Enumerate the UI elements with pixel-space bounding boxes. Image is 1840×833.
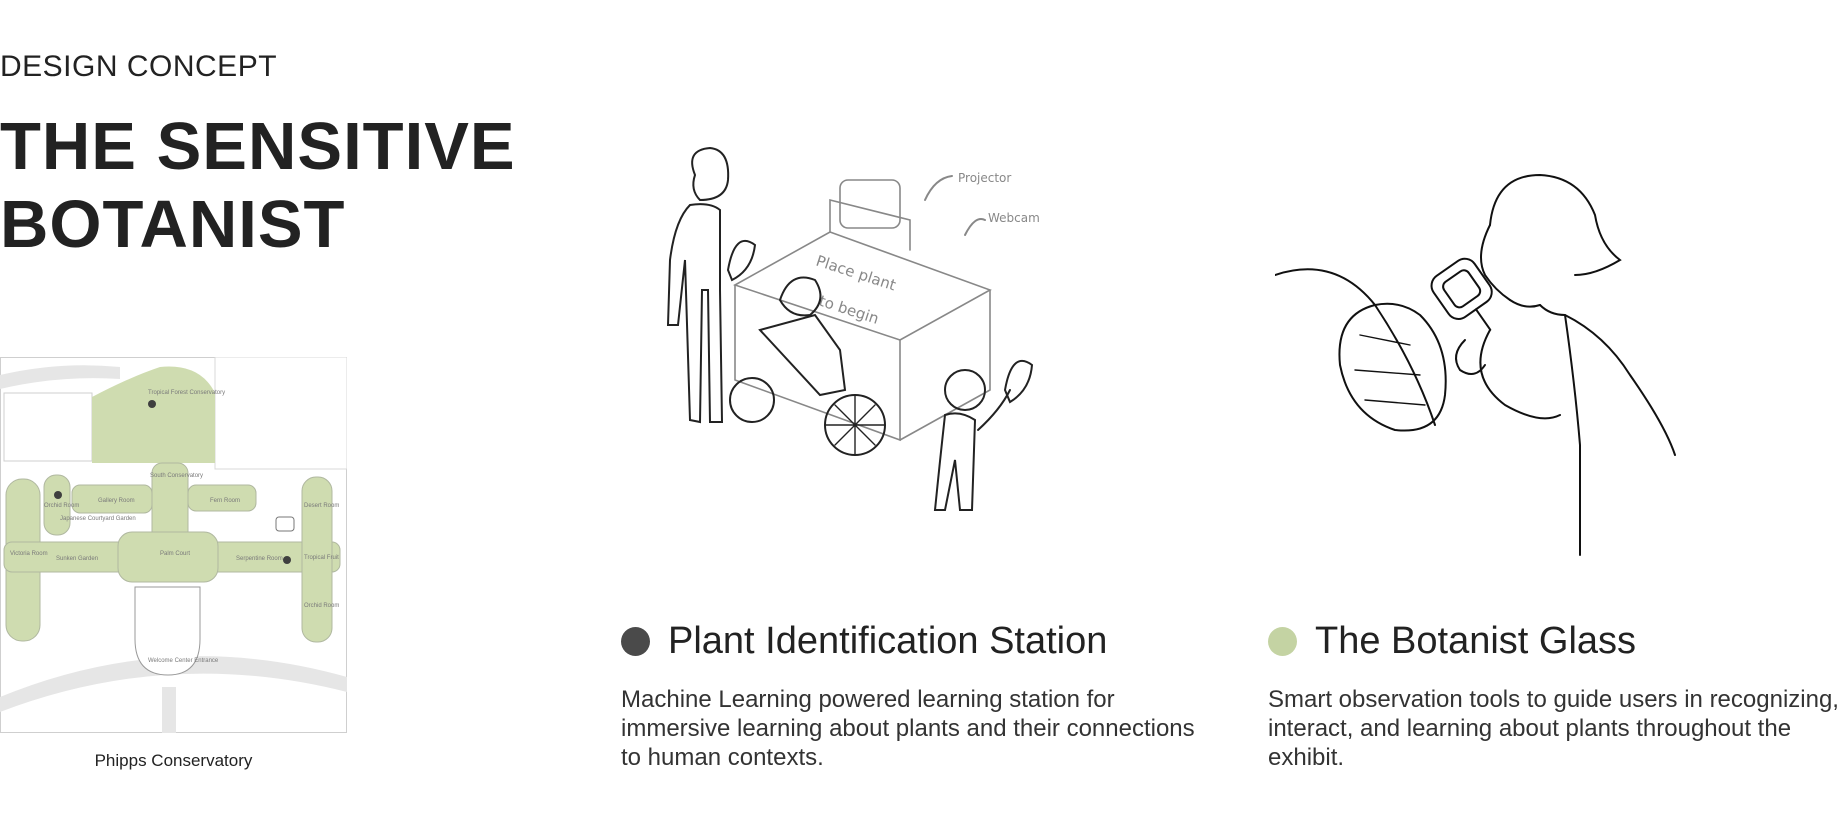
feature-description: Smart observation tools to guide users i…: [1268, 686, 1839, 771]
feature-title: Plant Identification Station: [668, 619, 1108, 662]
map-caption: Phipps Conservatory: [94, 751, 253, 770]
map-label-welcome: Welcome Center Entrance: [148, 658, 219, 664]
map-label-serpentine: Serpentine Room: [236, 556, 283, 562]
plant-station-illustration: Place plant to begin Projector Webcam: [666, 146, 1040, 511]
eyebrow-label: DESIGN CONCEPT: [0, 50, 278, 83]
map-label-sunken: Sunken Garden: [56, 556, 98, 562]
page-title: THE SENSITIVE BOTANIST: [0, 108, 516, 264]
feature-description: Machine Learning powered learning statio…: [621, 686, 1195, 771]
map-label-gallery: Gallery Room: [98, 498, 135, 504]
map-label-victoria: Victoria Room: [10, 551, 48, 557]
feature-dot-dark: [621, 626, 650, 656]
map-label-orchid: Orchid Room: [304, 603, 339, 609]
map-label-japanese: Japanese Courtyard Garden: [60, 516, 136, 522]
map-label-south: South Conservatory: [150, 473, 203, 479]
botanist-glass-illustration: [1275, 173, 1676, 556]
feature-dot-green: [1268, 626, 1297, 656]
map-marker-orchid: [54, 491, 62, 499]
map-marker-serpentine: [283, 556, 291, 564]
conservatory-map: Tropical Forest Conservatory South Conse…: [0, 357, 347, 733]
table-text-1: Place plant: [814, 252, 899, 295]
map-label-palm: Palm Court: [160, 551, 190, 557]
map-label-orchid-room: Orchid Room: [44, 503, 79, 509]
feature-botanist-glass: The Botanist Glass Smart observation too…: [1268, 615, 1840, 772]
map-label-desert: Desert Room: [304, 503, 339, 509]
map-label-tropical-fruit: Tropical Fruit: [304, 555, 339, 561]
map-label-fern: Fern Room: [210, 498, 240, 504]
feature-plant-station: Plant Identification Station Machine Lea…: [621, 615, 1201, 772]
projector-label: Projector: [958, 171, 1011, 185]
webcam-label: Webcam: [988, 211, 1040, 225]
title-line-1: THE SENSITIVE: [0, 109, 516, 184]
map-area-tropical: [92, 366, 215, 463]
feature-title: The Botanist Glass: [1315, 619, 1637, 662]
map-label-tropical: Tropical Forest Conservatory: [148, 390, 225, 396]
title-line-2: BOTANIST: [0, 187, 346, 262]
map-marker-tropical: [148, 400, 156, 408]
